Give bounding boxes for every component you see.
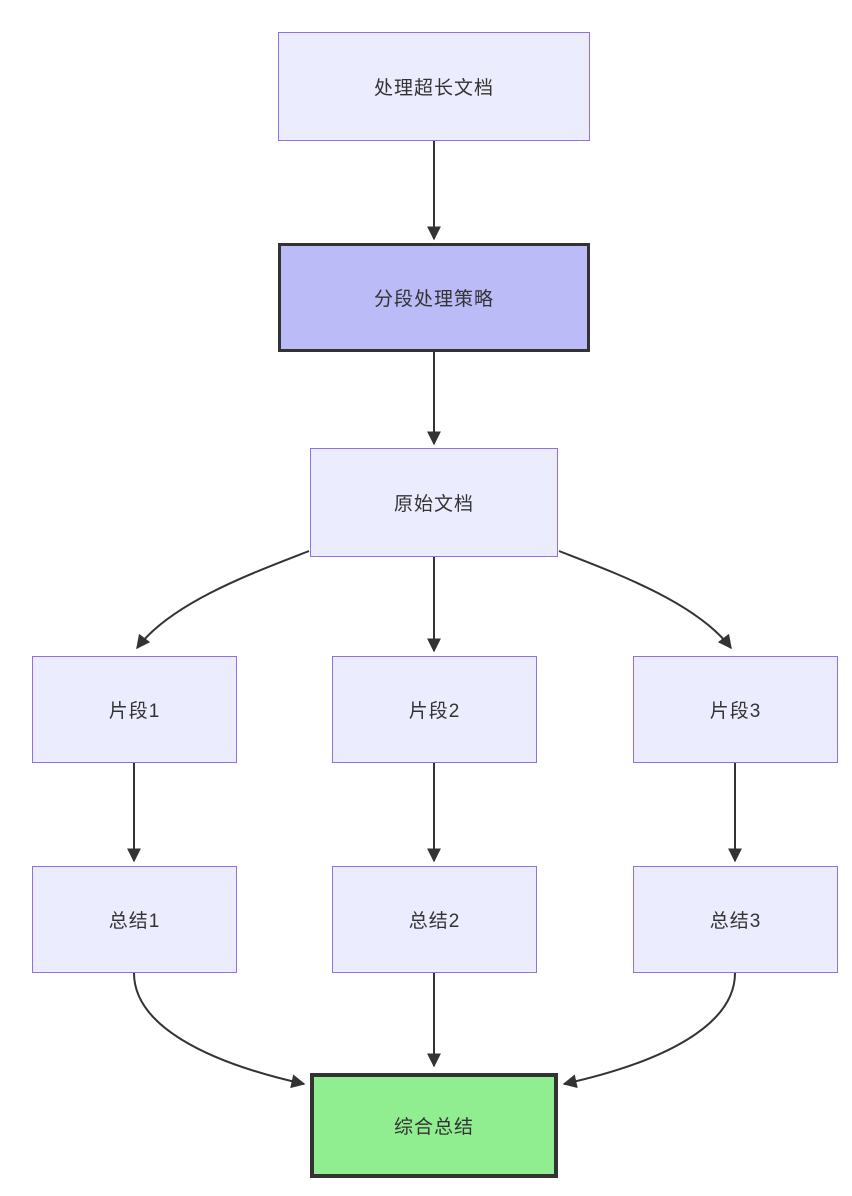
node-handle-long-document: 处理超长文档 [278, 32, 590, 141]
node-label: 片段3 [709, 701, 762, 722]
node-label: 片段2 [408, 701, 461, 722]
edge-c-to-d3 [558, 550, 732, 650]
node-fragment-3: 片段3 [633, 656, 838, 763]
edge-e3-to-f [562, 972, 736, 1089]
node-combined-summary: 综合总结 [310, 1073, 558, 1178]
edge-c-to-d1 [136, 550, 310, 650]
node-label: 分段处理策略 [373, 289, 494, 310]
node-summary-1: 总结1 [32, 866, 237, 973]
node-summary-2: 总结2 [332, 866, 537, 973]
node-label: 片段1 [108, 701, 161, 722]
node-label: 总结3 [709, 911, 762, 932]
node-fragment-2: 片段2 [332, 656, 537, 763]
node-fragment-1: 片段1 [32, 656, 237, 763]
node-label: 总结2 [408, 911, 461, 932]
node-summary-3: 总结3 [633, 866, 838, 973]
node-label: 处理超长文档 [373, 78, 494, 99]
node-original-document: 原始文档 [310, 448, 558, 557]
node-segmented-processing-strategy: 分段处理策略 [278, 243, 590, 352]
edge-e1-to-f [133, 972, 306, 1089]
node-label: 原始文档 [393, 494, 474, 515]
node-label: 总结1 [108, 911, 161, 932]
node-label: 综合总结 [393, 1117, 474, 1138]
